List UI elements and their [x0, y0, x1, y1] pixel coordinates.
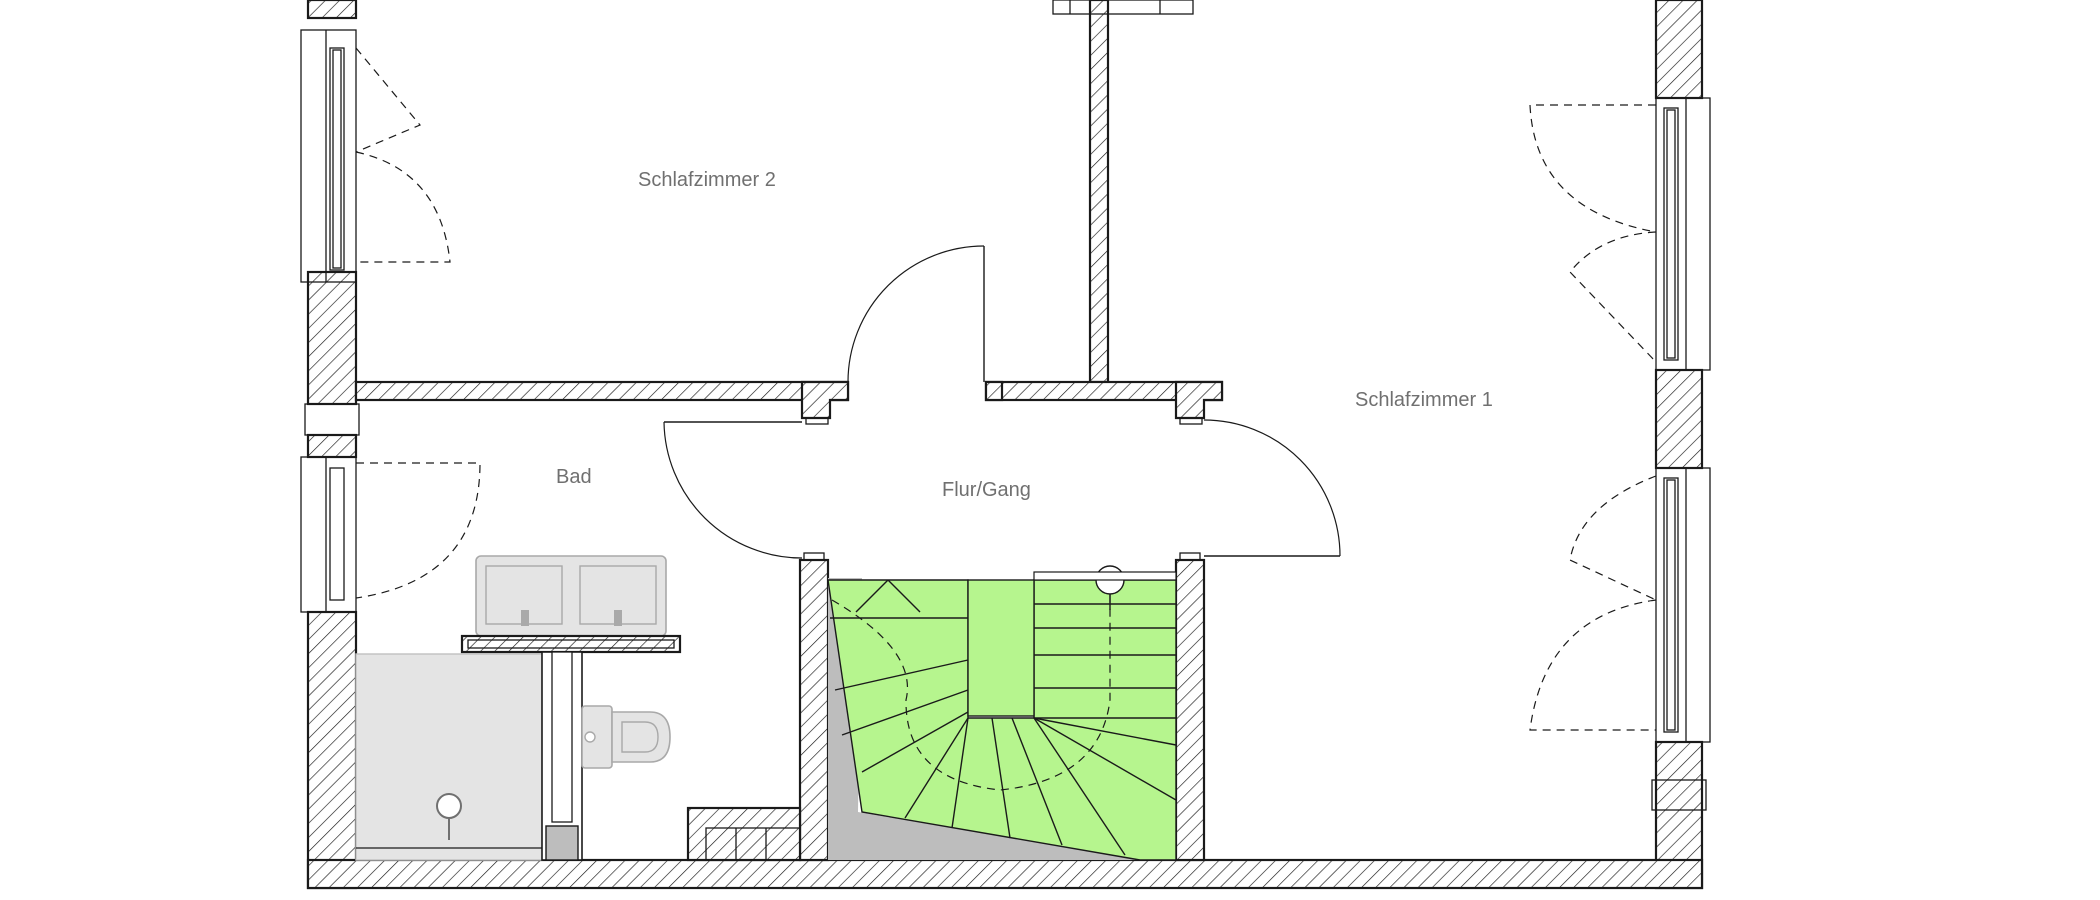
toilet	[581, 705, 671, 769]
window-right-upper	[1655, 97, 1711, 371]
bad-top-wall	[354, 380, 850, 402]
window-left-lower	[300, 456, 357, 613]
double-sink	[475, 555, 667, 637]
stair-wall-left	[798, 558, 830, 862]
room-label-flur-gang: Flur/Gang	[942, 479, 1031, 501]
right-wall-mid	[1654, 368, 1704, 470]
room-label-bad: Bad	[556, 466, 592, 488]
room-labels: Schlafzimmer 2 Schlafzimmer 1 Bad Flur/G…	[556, 169, 1493, 501]
left-wall-top	[306, 0, 358, 20]
staircase	[827, 565, 1177, 861]
shower-drain-icon	[436, 793, 462, 819]
stair-landing	[967, 579, 1035, 717]
room-label-schlafzimmer-1: Schlafzimmer 1	[1355, 389, 1493, 411]
window-right-lower	[1655, 467, 1711, 743]
window-swings	[355, 47, 1657, 731]
drain-stack	[545, 825, 579, 861]
left-wall-mid	[306, 270, 358, 406]
stair-wall-right	[1174, 558, 1206, 862]
vanity-wall	[460, 634, 682, 654]
windows	[300, 29, 1711, 811]
exterior-walls	[306, 0, 1704, 890]
door-bad	[663, 421, 803, 559]
left-wall-lower	[306, 433, 358, 459]
window-left-upper	[300, 29, 357, 283]
left-wall-bottom	[306, 610, 358, 890]
bedroom-divider-wall	[1088, 0, 1110, 384]
room-label-schlafzimmer-2: Schlafzimmer 2	[638, 169, 776, 191]
door-schlafzimmer-1	[1203, 419, 1341, 557]
interior-walls	[354, 0, 1224, 862]
bottom-wall	[306, 858, 1704, 890]
right-wall-top	[1654, 0, 1704, 100]
top-wall-stub	[1052, 0, 1194, 15]
right-wall-sill	[1651, 779, 1707, 811]
door-schlafzimmer-2	[847, 245, 985, 383]
doors	[663, 245, 1341, 559]
bathroom-fixtures	[355, 555, 682, 861]
left-wall-sill	[304, 403, 360, 436]
storage-wall	[686, 806, 802, 862]
